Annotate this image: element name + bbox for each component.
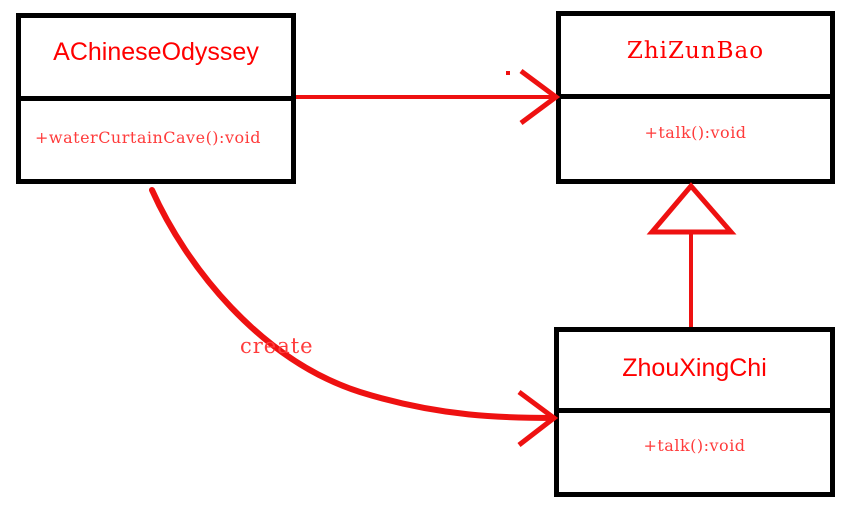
class-divider-achineseodyssey — [21, 96, 291, 101]
edge-label-create: create — [240, 334, 314, 358]
class-member-waterCurtainCave: +waterCurtainCave():void — [35, 128, 261, 147]
association-line-odyssey-to-zhizunbao[interactable] — [296, 68, 561, 126]
arrowhead-open-create — [517, 389, 559, 447]
create-dependency-curve[interactable] — [149, 187, 559, 447]
class-box-zhouxingchi[interactable]: ZhouXingChi +talk():void — [554, 327, 835, 497]
class-title-zhouxingchi: ZhouXingChi — [622, 354, 767, 382]
ink-dot-artifact — [506, 71, 510, 75]
class-divider-zhizunbao — [561, 94, 830, 99]
class-member-talk-zhouxingchi: +talk():void — [643, 436, 746, 455]
class-title-achineseodyssey: AChineseOdyssey — [53, 38, 259, 66]
class-title-zhizunbao: ZhiZunBao — [626, 38, 765, 64]
generalization-zhouxingchi-to-zhizunbao[interactable] — [646, 182, 737, 327]
class-divider-zhouxingchi — [559, 408, 830, 413]
arrowhead-open-association — [519, 68, 561, 126]
class-member-talk-zhizunbao: +talk():void — [644, 123, 747, 142]
class-box-zhizunbao[interactable]: ZhiZunBao +talk():void — [556, 11, 835, 184]
hollow-triangle-inheritance-icon — [646, 182, 737, 235]
class-box-achineseodyssey[interactable]: AChineseOdyssey +waterCurtainCave():void — [16, 13, 296, 184]
